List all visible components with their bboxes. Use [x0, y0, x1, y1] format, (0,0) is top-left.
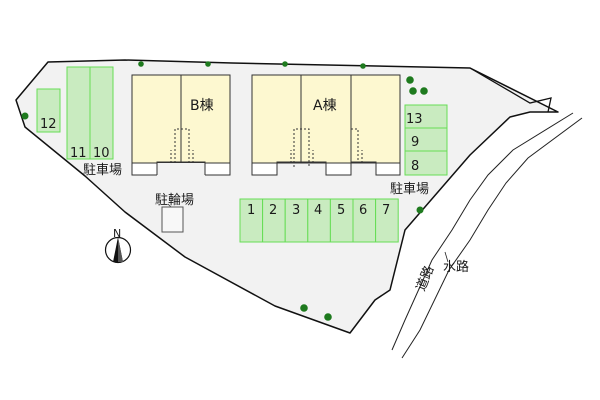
parking-space-12 — [36, 88, 61, 133]
road — [391, 112, 583, 359]
parking-space-3-label: 3 — [292, 203, 300, 218]
parking-row — [239, 198, 399, 243]
building-b-label: B棟 — [190, 98, 214, 114]
parking-space-8-label: 8 — [411, 159, 419, 174]
building-a-label: A棟 — [313, 98, 337, 114]
tree-icons — [21, 61, 428, 321]
parking-space-1-label: 1 — [247, 203, 255, 218]
parking-space-7-label: 7 — [382, 203, 390, 218]
building-a — [251, 74, 401, 176]
parking-label-right: 駐車場 — [390, 182, 429, 197]
parking-space-11-label: 11 — [70, 146, 87, 161]
parking-space-10 — [89, 66, 114, 160]
road-label: 道路 — [413, 263, 438, 293]
waterway-label: 水路 — [443, 259, 469, 275]
parking-space-6-label: 6 — [359, 203, 367, 218]
bicycle-parking-label: 駐輪場 — [155, 192, 194, 208]
parking-space-2-label: 2 — [269, 203, 277, 218]
compass-label: N — [113, 227, 121, 240]
parking-label-left: 駐車場 — [83, 163, 122, 178]
parking-space-9-label: 9 — [411, 135, 419, 150]
parking-space-12-label: 12 — [40, 117, 57, 132]
parking-space-5-label: 5 — [337, 203, 345, 218]
parking-space-13-label: 13 — [406, 112, 423, 127]
parking-right-column — [404, 104, 448, 176]
compass-north-icon — [104, 236, 132, 264]
building-b — [131, 74, 231, 177]
lot-boundary-tip — [469, 67, 552, 113]
bicycle-parking-shed — [161, 206, 184, 233]
parking-space-4-label: 4 — [314, 203, 322, 218]
parking-space-10-label: 10 — [93, 146, 110, 161]
